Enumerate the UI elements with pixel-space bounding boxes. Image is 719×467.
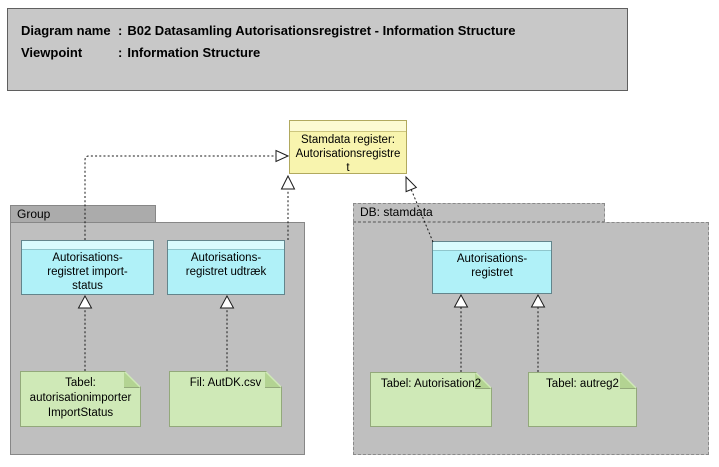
udtraek-object-label: Autorisations- registret udtræk: [185, 252, 267, 278]
viewpoint-separator: :: [118, 45, 123, 60]
db-stamdata-container-tab: DB: stamdata: [353, 203, 605, 222]
viewpoint-row: Viewpoint: Information Structure: [21, 42, 627, 64]
db-stamdata-container-label: DB: stamdata: [360, 205, 433, 219]
diagram-name-value: B02 Datasamling Autorisationsregistret -…: [127, 23, 516, 38]
udtraek-object: Autorisations- registret udtræk: [167, 240, 285, 295]
stamdata-register-object: Stamdata register: Autorisationsregistre…: [289, 120, 407, 174]
diagram-title-box: Diagram name: B02 Datasamling Autorisatio…: [7, 8, 628, 91]
import-status-object: Autorisations- registret import- status: [21, 240, 154, 295]
import-status-object-band: [22, 241, 153, 250]
group-container-tab: Group: [10, 205, 156, 223]
viewpoint-value: Information Structure: [127, 45, 261, 60]
stamdata-register-object-band: [290, 121, 406, 132]
autorisationsregistret-object: Autorisations- registret: [432, 241, 552, 294]
autorisationsregistret-object-label: Autorisations- registret: [456, 253, 528, 279]
note-autreg2-table: Tabel: autreg2: [528, 372, 637, 427]
note-csv-file: Fil: AutDK.csv: [169, 371, 282, 427]
group-container-label: Group: [17, 207, 51, 221]
diagram-name-label: Diagram name: [21, 23, 111, 38]
hollow-triangle-arrowhead-icon: [280, 174, 296, 190]
note-autorisation2-table-label: Tabel: Autorisation2: [380, 378, 482, 390]
note-csv-file-label: Fil: AutDK.csv: [189, 377, 262, 389]
hollow-triangle-arrowhead-icon: [275, 149, 290, 163]
diagram-name-separator: :: [118, 23, 123, 38]
autorisationsregistret-object-band: [433, 242, 551, 251]
hollow-triangle-arrowhead-icon: [405, 175, 418, 193]
note-import-table: Tabel: autorisationimporter ImportStatus: [20, 371, 141, 427]
stamdata-register-object-label: Stamdata register: Autorisationsregistre…: [295, 134, 401, 174]
viewpoint-label: Viewpoint: [21, 45, 83, 60]
note-autreg2-table-label: Tabel: autreg2: [546, 378, 619, 390]
import-status-object-label: Autorisations- registret import- status: [47, 252, 128, 292]
udtraek-object-band: [168, 241, 284, 250]
diagram-name-row: Diagram name: B02 Datasamling Autorisatio…: [21, 20, 627, 42]
note-autorisation2-table: Tabel: Autorisation2: [370, 372, 492, 427]
note-import-table-label: Tabel: autorisationimporter ImportStatus: [29, 377, 132, 419]
